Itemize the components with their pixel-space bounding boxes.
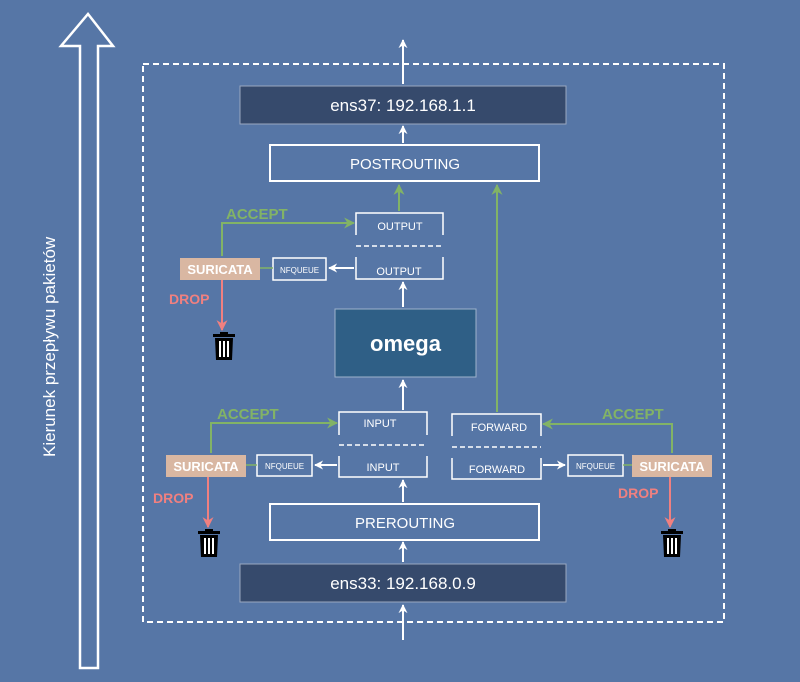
trash-icon [213,332,235,360]
drop-label-output: DROP [169,291,209,307]
nfqueue-input: NFQUEUE [256,454,313,477]
nfqueue-input-label: NFQUEUE [265,462,304,471]
chain-input-label-bottom: INPUT [367,462,400,474]
suricata-input: SURICATA [166,455,246,477]
chain-forward-label-bottom: FORWARD [469,464,525,476]
nfqueue-output-label: NFQUEUE [280,266,319,275]
chain-output [355,212,444,280]
suricata-input-label: SURICATA [173,459,239,474]
accept-paths [210,183,673,466]
router-boundary [142,63,725,623]
flow-arrows [314,39,566,640]
chain-postrouting-label: POSTROUTING [350,156,460,173]
accept-label-forward: ACCEPT [602,406,664,423]
accept-label-input: ACCEPT [217,406,279,423]
flow-direction-arrow [58,12,116,670]
chain-prerouting-label: PREROUTING [355,515,455,532]
interface-ens37: ens37: 192.168.1.1 [239,85,567,125]
nfqueue-forward-label: NFQUEUE [576,462,615,471]
drop-label-forward: DROP [618,485,658,501]
chain-input-label-top: INPUT [364,418,397,430]
suricata-output-label: SURICATA [187,262,253,277]
nfqueue-forward: NFQUEUE [567,454,624,477]
trash-icon [198,529,220,557]
suricata-output: SURICATA [180,258,260,280]
host-omega: omega [334,308,477,378]
host-omega-label: omega [370,331,442,356]
chain-output-label-top: OUTPUT [377,221,423,233]
chain-output-label-bottom: OUTPUT [376,266,422,278]
interface-ens37-label: ens37: 192.168.1.1 [330,96,476,115]
chain-input [338,411,428,478]
suricata-forward: SURICATA [632,455,712,477]
trash-icon [661,529,683,557]
interface-ens33: ens33: 192.168.0.9 [239,563,567,603]
drop-label-input: DROP [153,490,193,506]
accept-label-output: ACCEPT [226,206,288,223]
flow-direction-label: Kierunek przepływu pakietów [40,236,59,457]
chain-postrouting: POSTROUTING [269,144,540,182]
chain-forward-label-top: FORWARD [471,422,527,434]
nfqueue-output: NFQUEUE [272,257,327,281]
suricata-forward-label: SURICATA [639,459,705,474]
drop-paths [202,280,676,529]
chain-forward [451,413,542,480]
interface-ens33-label: ens33: 192.168.0.9 [330,574,476,593]
chain-prerouting: PREROUTING [269,503,540,541]
